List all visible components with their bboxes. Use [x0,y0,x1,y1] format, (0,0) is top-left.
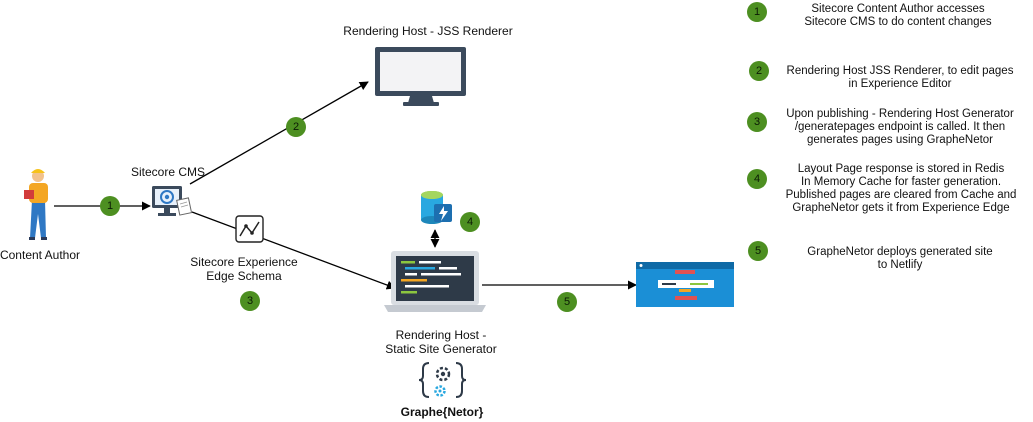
jss-renderer-label: Rendering Host - JSS Renderer [343,24,513,38]
sitecore-cms-label: Sitecore CMS [130,165,206,179]
legend-5-line1: GrapheNetor deploys generated site [807,246,993,258]
legend-4-line2: In Memory Cache for faster generation. [800,176,1002,188]
step-badge-4: 4 [460,212,480,232]
edge-schema-line1: Sitecore Experience [190,255,298,269]
edge-schema-line2: Edge Schema [206,269,282,283]
legend-badge-3: 3 [747,112,767,132]
legend-5-line2: to Netlify [877,259,923,271]
laptop-code-icon [384,251,486,312]
legend-badge-5: 5 [748,241,768,261]
graphenetor-label: Graphe{Netor} [400,405,484,419]
person-icon [24,169,48,240]
cms-monitor-icon [152,186,193,216]
edge-schema-label: Sitecore Experience Edge Schema [182,255,306,283]
legend-3-line3: generates pages using GrapheNetor [806,134,994,146]
legend-text-5: GrapheNetor deploys generated site to Ne… [790,246,1010,272]
legend-badge-2: 2 [749,61,769,81]
legend-badge-4: 4 [747,169,767,189]
cache-database-icon [421,191,452,224]
legend-4-line1: Layout Page response is stored in Redis [797,163,1005,175]
legend-1-line2: Sitecore CMS to do content changes [804,16,992,28]
step-badge-5: 5 [557,292,577,312]
edge-cms-to-jss [189,81,369,185]
edge-cms-to-ssg [191,211,396,290]
legend-2-line2: in Experience Editor [848,78,952,90]
legend-text-3: Upon publishing - Rendering Host Generat… [776,108,1024,147]
legend-1-line1: Sitecore Content Author accesses [811,3,985,15]
legend-2-line1: Rendering Host JSS Renderer, to edit pag… [786,65,1014,77]
legend-text-1: Sitecore Content Author accesses Sitecor… [778,3,1018,29]
legend-3-line2: /generatepages endpoint is called. It th… [794,121,1006,133]
step-badge-1: 1 [100,196,120,216]
legend-badge-1: 1 [747,2,767,22]
legend-4-line4: GrapheNetor gets it from Experience Edge [792,202,1010,214]
step-badge-2: 2 [286,117,306,137]
gear-braces-icon [418,362,467,398]
legend-3-line1: Upon publishing - Rendering Host Generat… [786,108,1014,120]
step-badge-3: 3 [240,291,260,311]
desktop-monitor-icon [375,47,466,106]
legend-4-line3: Published pages are cleared from Cache a… [785,189,1017,201]
legend-text-4: Layout Page response is stored in Redis … [776,163,1026,215]
content-author-label: Content Author [0,248,81,262]
website-window-icon [636,262,734,307]
ssg-line1: Rendering Host - [395,328,487,342]
schema-icon [235,215,264,243]
ssg-line2: Static Site Generator [385,342,497,356]
ssg-label: Rendering Host - Static Site Generator [376,328,506,356]
legend-text-2: Rendering Host JSS Renderer, to edit pag… [776,65,1024,91]
